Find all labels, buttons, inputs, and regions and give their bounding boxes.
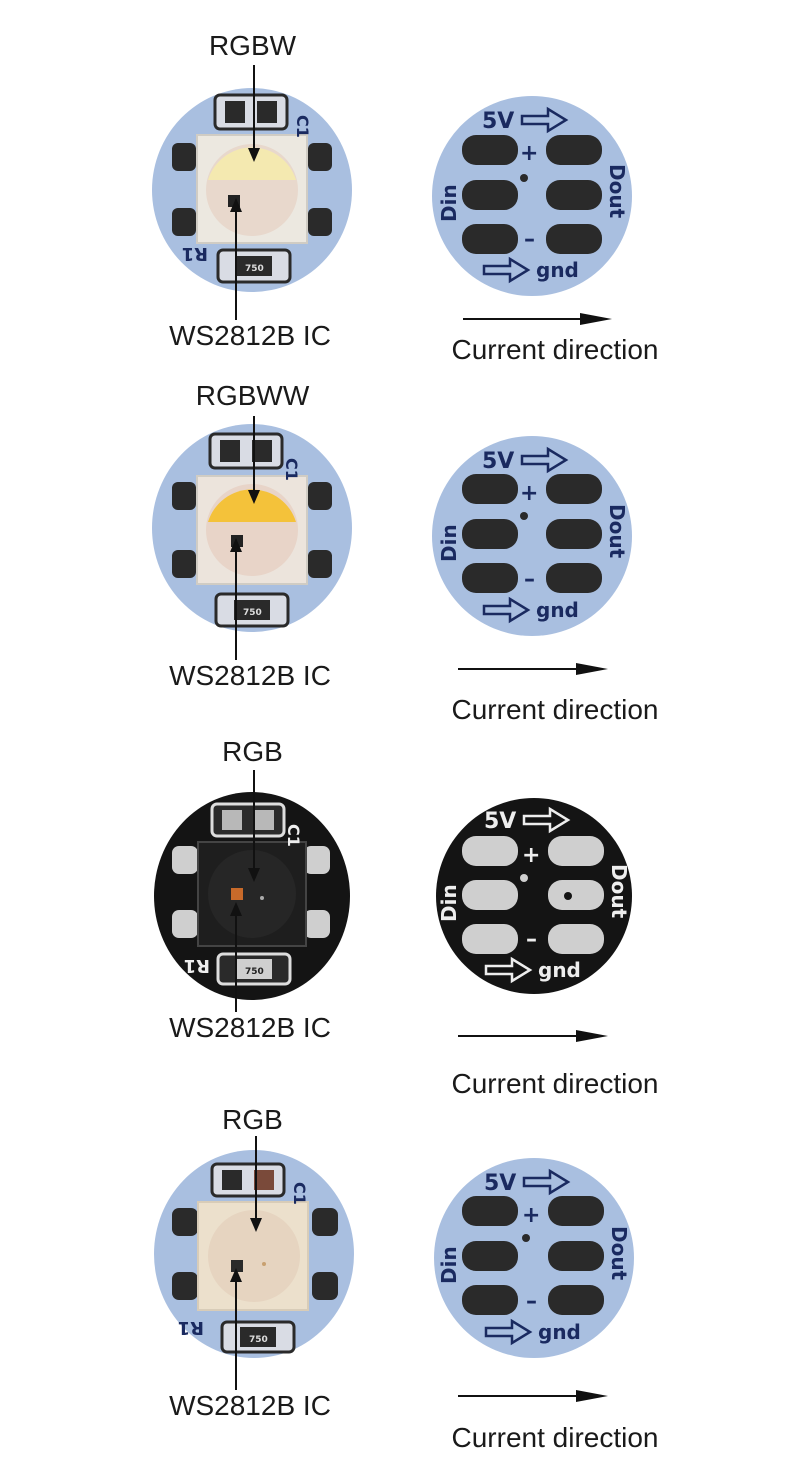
svg-text:gnd: gnd bbox=[538, 958, 581, 982]
ic-label: WS2812B IC bbox=[169, 320, 331, 351]
svg-text:750: 750 bbox=[245, 264, 264, 274]
front-board-illustration: 750 R1 C1 5V + – bbox=[152, 65, 632, 325]
svg-text:750: 750 bbox=[243, 608, 262, 618]
front-board: 750 C1 bbox=[152, 424, 352, 632]
svg-text:+: + bbox=[520, 481, 538, 506]
back-board: 5V + – Din Dout gnd bbox=[434, 1158, 634, 1358]
current-direction-label: Current direction bbox=[451, 1068, 659, 1099]
svg-text:R1: R1 bbox=[184, 955, 210, 976]
ic-label: WS2812B IC bbox=[169, 1012, 331, 1043]
svg-text:Dout: Dout bbox=[605, 164, 629, 219]
ic-label: WS2812B IC bbox=[169, 1390, 331, 1421]
svg-text:Dout: Dout bbox=[607, 864, 631, 919]
led-type-label: RGB bbox=[222, 1104, 283, 1135]
current-direction-label: Current direction bbox=[451, 694, 659, 725]
svg-text:gnd: gnd bbox=[538, 1320, 581, 1344]
svg-text:R1: R1 bbox=[182, 243, 208, 264]
svg-text:R1: R1 bbox=[178, 1317, 204, 1338]
module-row-rgbw: RGBW 750 R1 C1 bbox=[0, 0, 800, 365]
svg-text:Din: Din bbox=[437, 524, 461, 562]
current-direction-label: Current direction bbox=[451, 1422, 659, 1453]
svg-text:–: – bbox=[526, 927, 537, 952]
current-direction-label: Current direction bbox=[451, 334, 659, 365]
led-type-label: RGBW bbox=[208, 30, 297, 61]
svg-text:+: + bbox=[522, 843, 540, 868]
ic-label: WS2812B IC bbox=[169, 660, 331, 691]
svg-text:gnd: gnd bbox=[536, 598, 579, 622]
front-board: 750 C1 R1 bbox=[154, 1150, 354, 1358]
svg-text:Dout: Dout bbox=[605, 504, 629, 559]
svg-text:+: + bbox=[520, 141, 538, 166]
svg-text:5V: 5V bbox=[484, 1171, 516, 1196]
back-board: 5V + – Din Dout gnd bbox=[436, 798, 632, 994]
led-type-label: RGB bbox=[222, 736, 283, 767]
svg-text:C1: C1 bbox=[284, 824, 303, 847]
module-row-rgb-black: RGB 750 C1 R1 bbox=[0, 720, 800, 1099]
front-board-illustration: 750 C1 R1 5V + – bbox=[154, 1136, 634, 1402]
svg-text:gnd: gnd bbox=[536, 258, 579, 282]
svg-text:Din: Din bbox=[437, 1246, 461, 1284]
svg-text:C1: C1 bbox=[293, 115, 312, 138]
svg-text:Din: Din bbox=[437, 884, 461, 922]
back-board: 5V + – Din Dout gnd bbox=[432, 96, 632, 296]
svg-text:–: – bbox=[524, 567, 535, 592]
svg-text:C1: C1 bbox=[282, 458, 301, 481]
front-board-illustration: 750 C1 5V + – Din bbox=[152, 416, 632, 675]
svg-text:–: – bbox=[526, 1289, 537, 1314]
svg-text:5V: 5V bbox=[484, 809, 516, 834]
led-type-label: RGBWW bbox=[195, 380, 310, 411]
svg-text:C1: C1 bbox=[290, 1182, 309, 1205]
svg-text:Dout: Dout bbox=[607, 1226, 631, 1281]
svg-text:5V: 5V bbox=[482, 109, 514, 134]
svg-text:Din: Din bbox=[437, 184, 461, 222]
module-row-rgb-blue: RGB 750 C1 R1 bbox=[0, 1090, 800, 1453]
svg-text:750: 750 bbox=[245, 967, 264, 977]
front-board-illustration: 750 C1 R1 5V + bbox=[154, 770, 632, 1042]
svg-text:–: – bbox=[524, 227, 535, 252]
back-board: 5V + – Din Dout gnd bbox=[432, 436, 632, 636]
front-board: 750 C1 R1 bbox=[154, 792, 350, 1000]
svg-text:5V: 5V bbox=[482, 449, 514, 474]
front-board: 750 R1 C1 bbox=[152, 88, 352, 292]
svg-text:+: + bbox=[522, 1203, 540, 1228]
svg-text:750: 750 bbox=[249, 1335, 268, 1345]
module-row-rgbww: RGBWW 750 C1 bbox=[0, 352, 800, 725]
